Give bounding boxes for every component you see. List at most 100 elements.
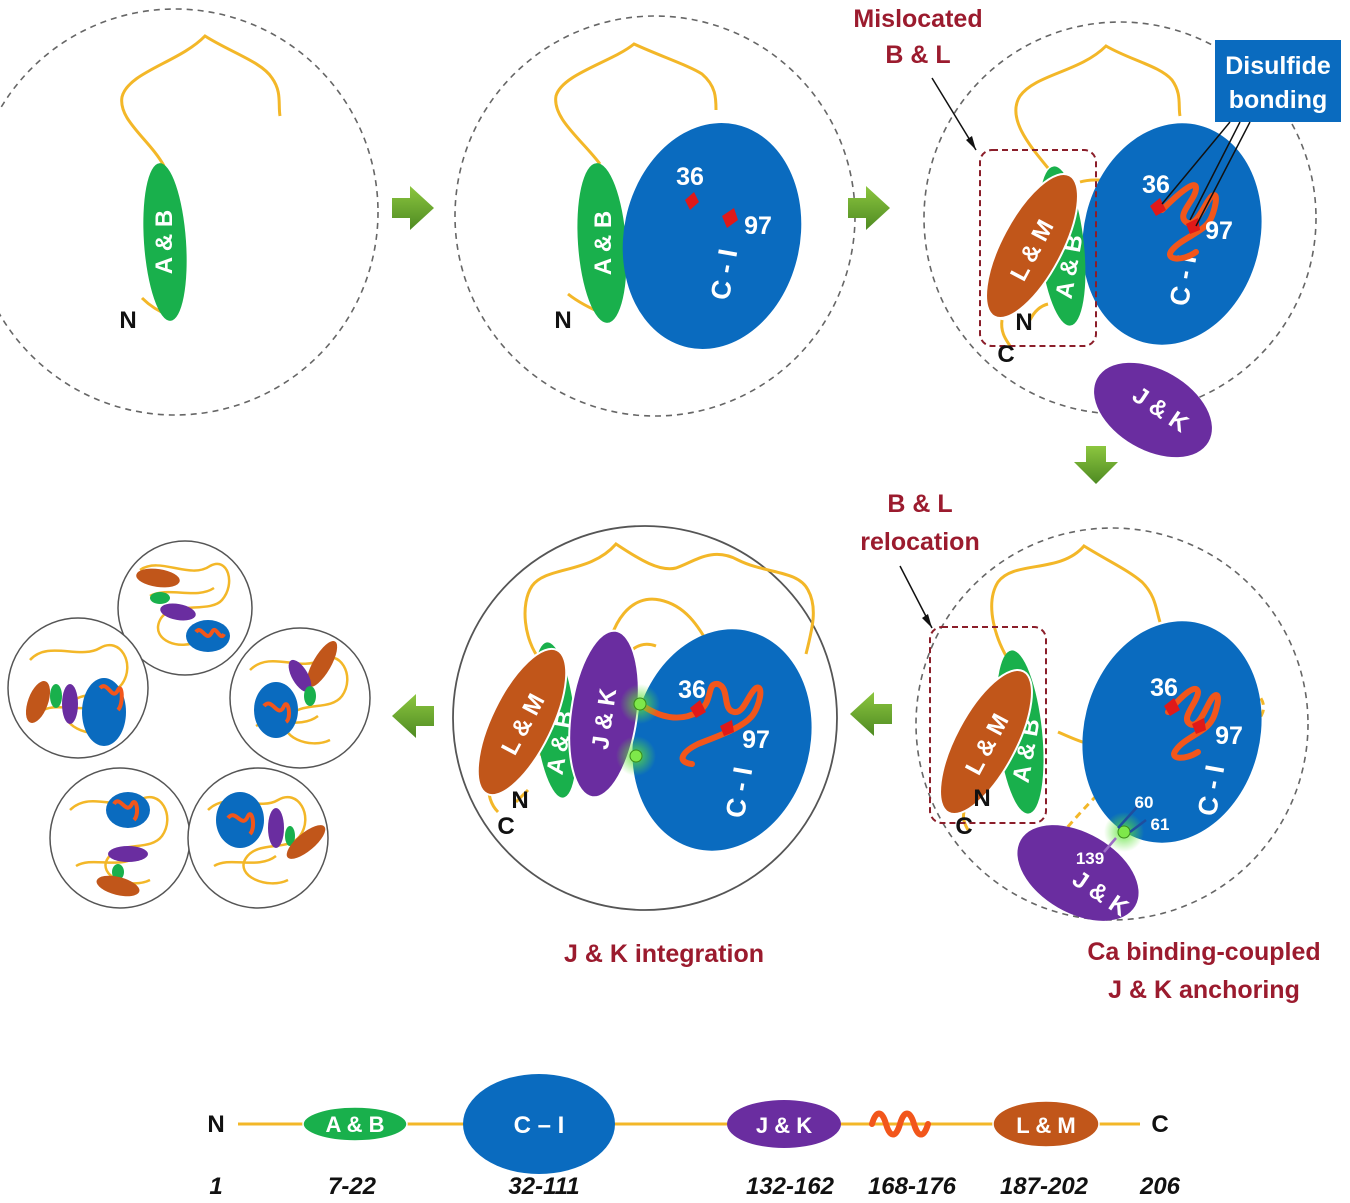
mislocated-label: B & L — [885, 41, 950, 69]
residue-97-label: 97 — [744, 212, 772, 240]
stage-5: C - I A & B L & M J & K 36 97 N C J & K … — [452, 525, 838, 968]
calcium-icon — [633, 697, 647, 711]
residue-36-label: 36 — [676, 163, 704, 191]
stage-1-boundary — [0, 8, 379, 416]
residue-61-label: 61 — [1151, 815, 1170, 834]
down-arrow-icon — [1074, 446, 1118, 484]
domain-lm — [939, 668, 1033, 816]
domain-lm — [985, 172, 1079, 320]
ca-anchoring-label: Ca binding-coupled — [1087, 938, 1320, 966]
disulfide-pointer — [1161, 121, 1231, 205]
oligomer-subunit — [117, 540, 253, 676]
oligomer-subunit — [7, 617, 149, 759]
stage-3-boundary — [923, 21, 1317, 415]
residue-60-label: 60 — [1135, 793, 1154, 812]
c-terminus-label: C — [997, 341, 1014, 368]
domain-ab-label: A & B — [590, 211, 617, 275]
disulfide-icon — [722, 208, 738, 228]
residue-139-label: 139 — [1076, 849, 1104, 868]
coordination-arrow — [1103, 837, 1117, 853]
disulfide-icon — [690, 700, 706, 718]
residue-36-label: 36 — [678, 676, 706, 704]
legend-domain-ab-label: A & B — [325, 1112, 384, 1137]
n-terminus-label: N — [511, 787, 528, 814]
mislocated-pointer-head — [966, 136, 976, 150]
linker-loop — [120, 34, 282, 167]
mislocated-label: Mislocated — [853, 5, 982, 33]
right-arrow-icon — [392, 186, 434, 230]
relocation-label: relocation — [860, 528, 979, 556]
disulfide-pointer — [1195, 121, 1251, 227]
n-terminus-label: N — [1015, 309, 1032, 336]
disulfide-pointer — [1189, 121, 1241, 221]
domain-map-legend: N A & B C – I J & K L & M C 1 7-22 32-11… — [207, 1074, 1181, 1200]
linker-loop — [554, 42, 718, 165]
left-arrow-icon — [850, 692, 892, 736]
legend-range-jk: 132-162 — [746, 1173, 835, 1200]
domain-ci — [1082, 123, 1262, 345]
right-arrow-icon — [848, 186, 890, 230]
legend-domain-ci — [463, 1074, 615, 1174]
oligomer-subunit — [187, 767, 329, 909]
oligomer-subunit — [49, 767, 191, 909]
legend-range-ci: 32-111 — [508, 1173, 579, 1200]
legend-range-helix: 168-176 — [868, 1173, 957, 1200]
domain-ab — [577, 163, 627, 323]
legend-domain-lm-label: L & M — [1016, 1113, 1075, 1138]
coordination-arrow — [1129, 819, 1147, 833]
disulfide-icon — [1164, 698, 1180, 716]
disulfide-label: Disulfide — [1225, 52, 1331, 80]
stage-6-oligomer — [7, 540, 371, 909]
legend-range-ab: 7-22 — [328, 1173, 377, 1200]
disulfide-icon — [1186, 218, 1200, 234]
c-terminal-linker — [1000, 319, 1012, 347]
domain-ci — [632, 629, 812, 851]
legend-domain-ab — [302, 1106, 408, 1142]
relocation-pointer-head — [922, 614, 932, 628]
residue-97-label: 97 — [742, 726, 770, 754]
disulfide-icon — [1150, 198, 1166, 216]
residue-36-label: 36 — [1142, 171, 1170, 199]
stage-5-boundary — [452, 525, 838, 911]
n-terminal-linker — [1028, 302, 1049, 321]
disulfide-callout-box — [1215, 40, 1341, 122]
domain-jk — [1017, 825, 1139, 921]
legend-c-terminus: C — [1151, 1111, 1168, 1138]
stage-1: A & B N — [0, 8, 379, 416]
legend-domain-jk-label: J & K — [756, 1113, 812, 1138]
legend-domain-lm — [992, 1100, 1100, 1148]
relocation-label: B & L — [887, 490, 952, 518]
stage-4: C - I A & B L & M 36 97 N C J & K 60 61 … — [860, 490, 1320, 1004]
linker-loop — [1014, 44, 1182, 169]
oligomer-subunit — [229, 627, 371, 769]
stage-4-boundary — [915, 527, 1309, 921]
legend-n-terminus: N — [207, 1111, 224, 1138]
legend-range-lm: 187-202 — [1000, 1173, 1089, 1200]
domain-ci — [1082, 621, 1262, 843]
mislocated-highlight-box — [979, 149, 1097, 347]
legend-range-1: 1 — [209, 1173, 222, 1200]
residue-36-label: 36 — [1150, 674, 1178, 702]
mislocated-pointer — [931, 77, 977, 151]
linker-loop — [990, 544, 1162, 663]
disulfide-icon — [720, 720, 734, 736]
coordination-arrow — [1117, 805, 1139, 829]
residue-97-label: 97 — [1205, 217, 1233, 245]
helix-icon — [1165, 685, 1221, 761]
calcium-icon — [629, 749, 643, 763]
legend-domain-jk — [727, 1100, 841, 1148]
left-arrow-icon — [392, 694, 434, 738]
linker-loop — [523, 542, 815, 661]
n-terminal-linker — [514, 788, 530, 804]
n-terminus-label: N — [554, 307, 571, 334]
helix-icon — [869, 1110, 931, 1138]
relocation-highlight-box — [929, 626, 1047, 824]
c-terminus-label: C — [955, 813, 972, 840]
c-terminus-label: C — [497, 813, 514, 840]
ca-anchoring-label: J & K anchoring — [1108, 976, 1300, 1004]
domain-ci — [622, 123, 802, 349]
stage-3: C - I A & B L & M 36 97 N C J & K Misloc… — [853, 5, 1341, 458]
disulfide-icon — [685, 192, 699, 210]
domain-ab — [143, 163, 187, 321]
